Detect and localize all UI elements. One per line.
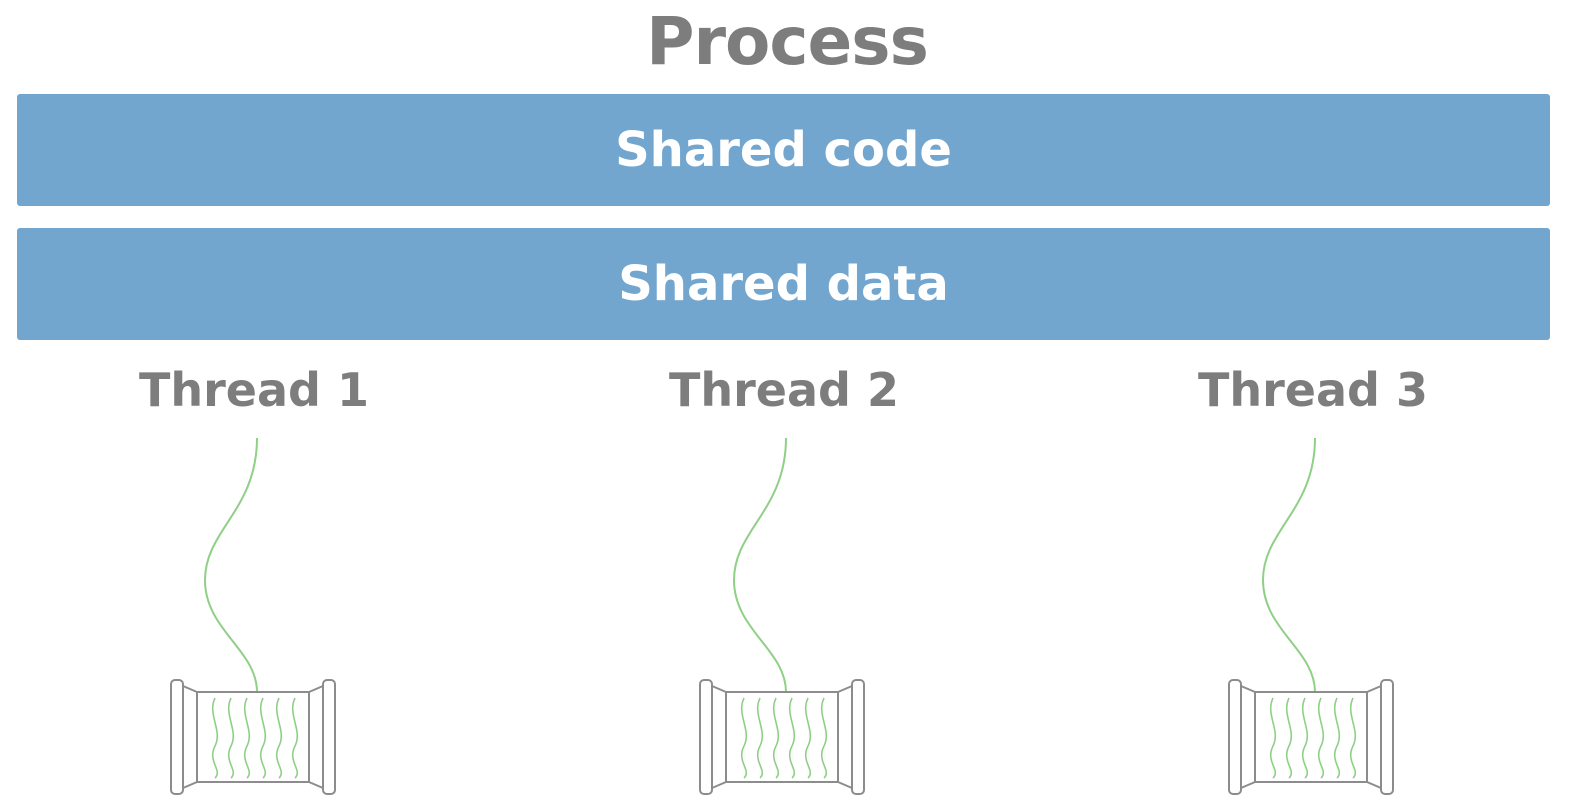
thread-3-spool-icon <box>1228 437 1394 795</box>
process-title: Process <box>646 3 929 80</box>
thread-1-spool-icon <box>170 437 336 795</box>
thread-1-label: Thread 1 <box>139 363 369 417</box>
shared-code-label: Shared code <box>615 122 952 178</box>
shared-data-label: Shared data <box>618 256 949 312</box>
thread-2-label: Thread 2 <box>669 363 899 417</box>
thread-3-label: Thread 3 <box>1198 363 1428 417</box>
shared-data-bar: Shared data <box>17 228 1550 340</box>
thread-2-spool-icon <box>699 437 865 795</box>
shared-code-bar: Shared code <box>17 94 1550 206</box>
